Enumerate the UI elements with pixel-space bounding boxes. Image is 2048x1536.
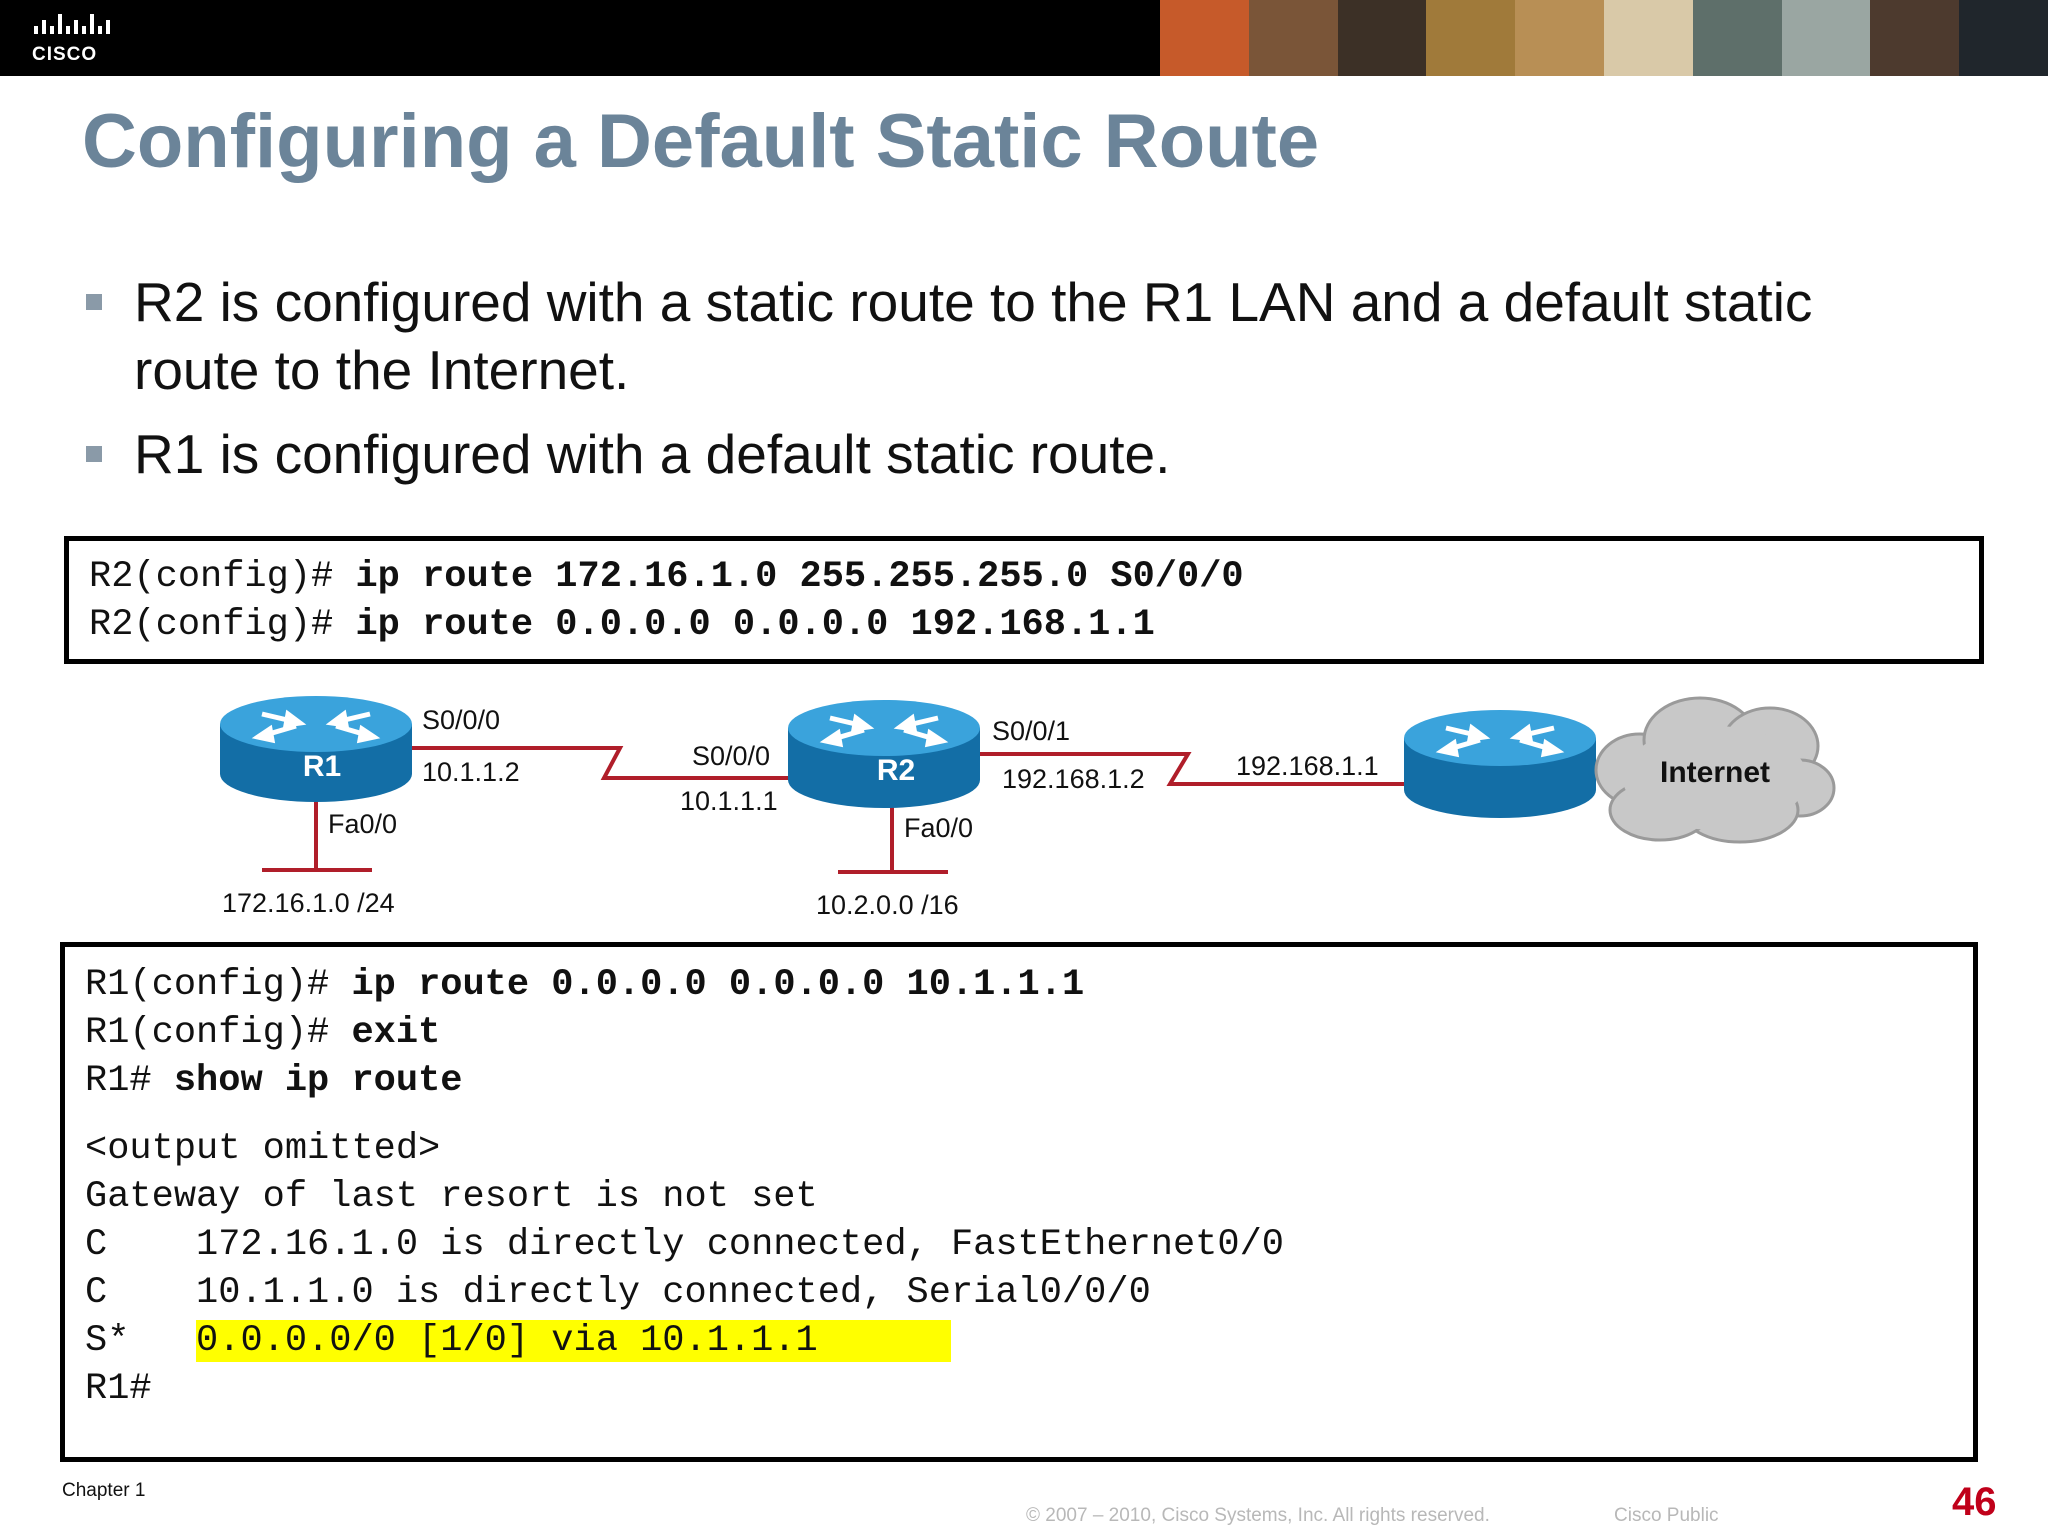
final-prompt: R1# xyxy=(85,1368,152,1410)
r2-serial-left-ip-label: 10.1.1.1 xyxy=(680,786,778,816)
header-photo xyxy=(1870,0,1960,76)
r2-config-box: R2(config)# ip route 172.16.1.0 255.255.… xyxy=(64,536,1984,664)
r1-label: R1 xyxy=(303,750,341,783)
cisco-bridge-icon xyxy=(34,14,110,34)
cli-prompt: R1(config)# xyxy=(85,1012,352,1054)
link-r1-r2 xyxy=(408,746,800,780)
cisco-logo: CISCO xyxy=(32,14,122,65)
cli-command: ip route 172.16.1.0 255.255.255.0 S0/0/0 xyxy=(355,556,1244,598)
header-photo xyxy=(1160,0,1249,76)
output-line: C 172.16.1.0 is directly connected, Fast… xyxy=(85,1224,1284,1266)
router-isp-icon xyxy=(1404,710,1596,818)
header-photo xyxy=(1426,0,1516,76)
header-photo xyxy=(1692,0,1782,76)
r2-label: R2 xyxy=(877,754,915,787)
r2-lan-network-label: 10.2.0.0 /16 xyxy=(816,890,959,920)
network-topology-diagram: R1 R2 Internet S0/0/0 10.1.1.2 Fa0/0 172… xyxy=(220,696,1836,920)
bullet-square-icon xyxy=(86,294,102,310)
footer-copyright: © 2007 – 2010, Cisco Systems, Inc. All r… xyxy=(1026,1505,1490,1526)
logo-wordmark: CISCO xyxy=(32,44,98,65)
footer-chapter: Chapter 1 xyxy=(62,1480,146,1501)
link-r2-isp xyxy=(976,752,1408,786)
output-line: Gateway of last resort is not set xyxy=(85,1176,818,1218)
bullet-list: R2 is configured with a static route to … xyxy=(84,268,1984,504)
r1-config-box: R1(config)# ip route 0.0.0.0 0.0.0.0 10.… xyxy=(60,942,1978,1462)
bullet-text-line: R1 is configured with a default static r… xyxy=(134,423,1171,485)
r2-lan-interface-label: Fa0/0 xyxy=(904,813,973,843)
r1-lan-interface-label: Fa0/0 xyxy=(328,809,397,839)
r1-lan-network-label: 172.16.1.0 /24 xyxy=(222,888,395,918)
header-photo xyxy=(1515,0,1604,76)
page-number: 46 xyxy=(1952,1480,1997,1524)
bullet-item: R1 is configured with a default static r… xyxy=(84,420,1984,488)
code-line: R1(config)# ip route 0.0.0.0 0.0.0.0 10.… xyxy=(85,961,1953,1009)
bullet-square-icon xyxy=(86,446,102,462)
bullet-item: R2 is configured with a static route to … xyxy=(84,268,1984,404)
code-line: R2(config)# ip route 172.16.1.0 255.255.… xyxy=(89,553,1959,601)
r2-serial-right-ip-label: 192.168.1.2 xyxy=(1002,764,1145,794)
internet-label: Internet xyxy=(1660,756,1770,789)
r2-serial-right-interface-label: S0/0/1 xyxy=(992,716,1070,746)
slide-title: Configuring a Default Static Route xyxy=(82,99,1320,184)
header-photo xyxy=(1959,0,2048,76)
default-route-line: S* 0.0.0.0/0 [1/0] via 10.1.1.1 xyxy=(85,1317,1953,1365)
cli-prompt: R2(config)# xyxy=(89,604,356,646)
router-r1-icon xyxy=(220,696,412,802)
footer-classification: Cisco Public xyxy=(1614,1505,1719,1526)
code-line: R1# show ip route xyxy=(85,1057,1953,1105)
header-photo xyxy=(1603,0,1693,76)
header-photo xyxy=(1337,0,1427,76)
header-bar: CISCO xyxy=(0,0,2048,76)
cli-command: ip route 0.0.0.0 0.0.0.0 192.168.1.1 xyxy=(355,604,1155,646)
router-r2-icon xyxy=(788,700,980,808)
cli-command: show ip route xyxy=(173,1060,463,1102)
header-photo xyxy=(1248,0,1338,76)
cli-prompt: R1# xyxy=(85,1060,174,1102)
route-code: S* xyxy=(85,1320,197,1362)
code-line: R2(config)# ip route 0.0.0.0 0.0.0.0 192… xyxy=(89,601,1959,649)
internet-cloud-icon xyxy=(1594,696,1836,844)
header-photo-strip xyxy=(1160,0,2048,76)
cli-command: exit xyxy=(351,1012,441,1054)
cli-prompt: R2(config)# xyxy=(89,556,356,598)
isp-ip-label: 192.168.1.1 xyxy=(1236,751,1379,781)
r1-serial-ip-label: 10.1.1.2 xyxy=(422,757,520,787)
r1-serial-interface-label: S0/0/0 xyxy=(422,705,500,735)
bullet-text-line: route to the Internet. xyxy=(134,339,630,401)
code-line: R1(config)# exit xyxy=(85,1009,1953,1057)
r2-serial-left-interface-label: S0/0/0 xyxy=(692,741,770,771)
header-photo xyxy=(1781,0,1871,76)
output-line: <output omitted> xyxy=(85,1128,441,1170)
bullet-text-line: R2 is configured with a static route to … xyxy=(134,271,1813,333)
cli-prompt: R1(config)# xyxy=(85,964,352,1006)
cli-command: ip route 0.0.0.0 0.0.0.0 10.1.1.1 xyxy=(351,964,1085,1006)
highlighted-default-route: 0.0.0.0/0 [1/0] via 10.1.1.1 xyxy=(196,1320,951,1362)
output-line: C 10.1.1.0 is directly connected, Serial… xyxy=(85,1272,1151,1314)
